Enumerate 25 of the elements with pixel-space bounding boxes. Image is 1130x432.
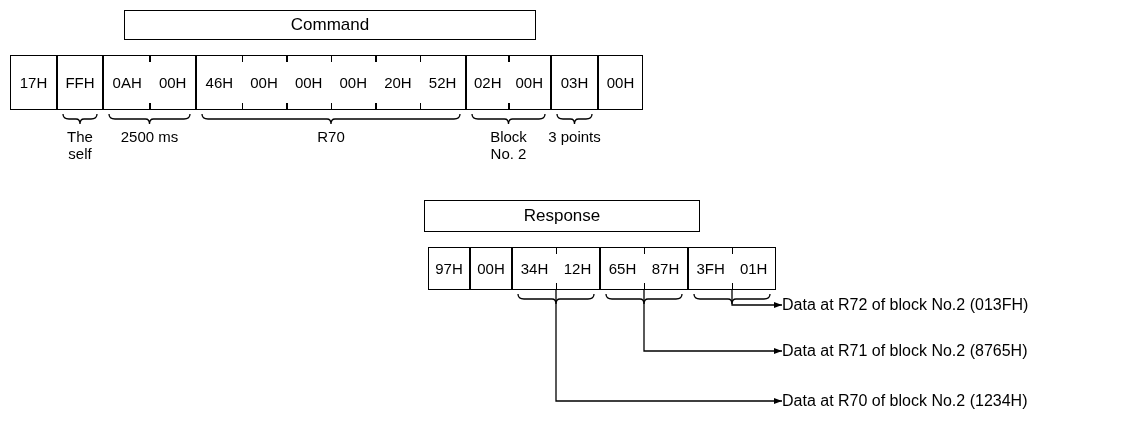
field-caption: R70: [316, 128, 346, 145]
byte-field-cell: 00H: [470, 247, 512, 290]
byte-field-cell: 65H 87H: [600, 247, 688, 290]
field-caption: 3 points: [547, 128, 602, 145]
byte-field-cell: 00H: [598, 55, 643, 110]
frame-heading-box: Command: [124, 10, 536, 40]
byte-field-cell: 3FH 01H: [688, 247, 776, 290]
arrow: [731, 289, 783, 308]
byte-field-cell: 97H: [428, 247, 470, 290]
data-description: Data at R71 of block No.2 (8765H): [782, 338, 1112, 364]
arrow: [643, 289, 783, 354]
frame-heading-box: Response: [424, 200, 700, 232]
data-description: Data at R72 of block No.2 (013FH): [782, 292, 1112, 318]
field-caption: The self: [66, 128, 94, 162]
byte-field-cell: 02H 00H: [466, 55, 551, 110]
byte-field-cell: 46H 00H 00H 00H 20H 52H: [196, 55, 466, 110]
field-caption: Block No. 2: [489, 128, 528, 162]
arrow: [555, 289, 783, 404]
byte-field-cell: FFH: [57, 55, 103, 110]
byte-field-cell: 17H: [10, 55, 57, 110]
byte-field-cell: 34H 12H: [512, 247, 600, 290]
byte-field-cell: 03H: [551, 55, 598, 110]
data-description: Data at R70 of block No.2 (1234H): [782, 388, 1112, 414]
byte-field-cell: 0AH 00H: [103, 55, 196, 110]
field-caption: 2500 ms: [119, 128, 180, 145]
